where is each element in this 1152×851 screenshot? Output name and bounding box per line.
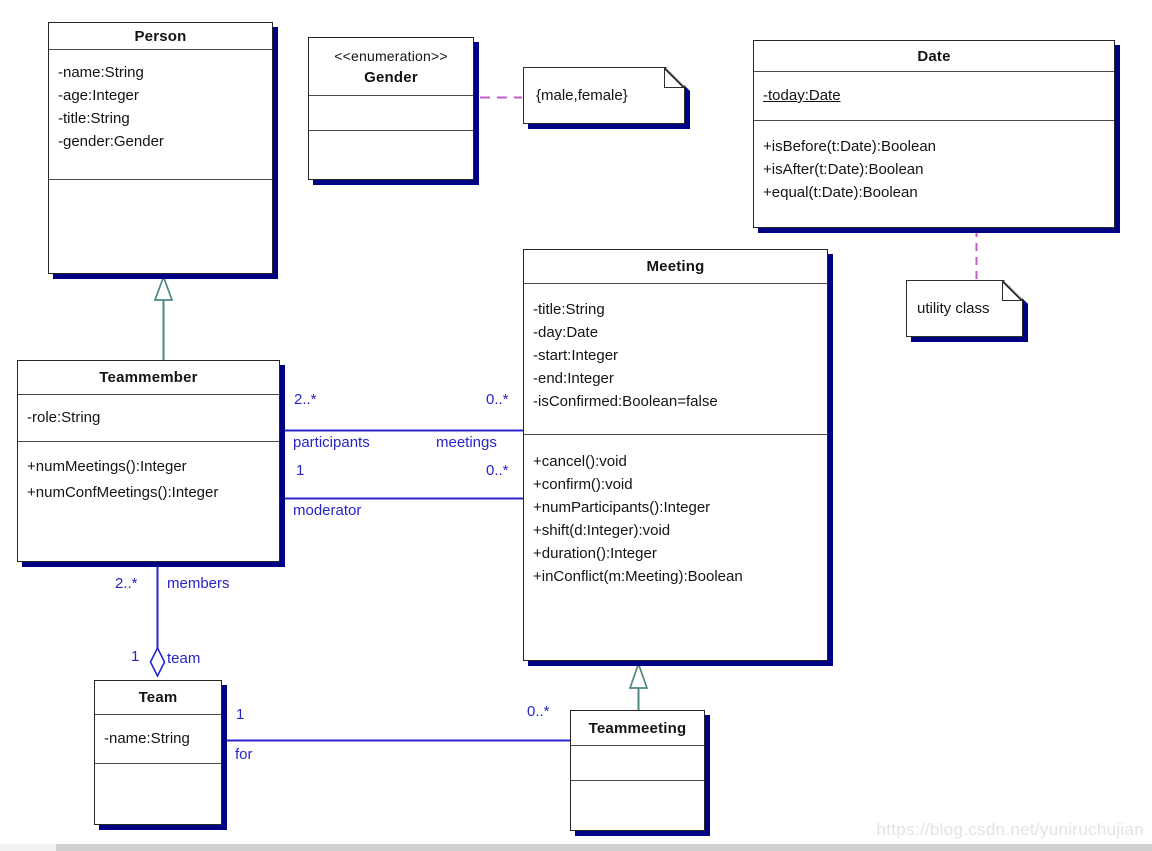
class-operation: +isAfter(t:Date):Boolean	[763, 161, 924, 178]
class-gender-name: Gender	[364, 68, 418, 86]
class-person: Person -name:String -age:Integer -title:…	[48, 22, 273, 274]
class-operation: +numParticipants():Integer	[533, 499, 711, 516]
class-team-attributes: -name:String	[95, 714, 221, 763]
note-text: {male,female}	[536, 87, 628, 104]
class-gender-operations	[309, 130, 473, 179]
class-attribute: -end:Integer	[533, 370, 614, 387]
multiplicity-label: 2..*	[294, 391, 317, 408]
class-attribute: -gender:Gender	[58, 133, 164, 150]
class-person-title: Person	[134, 27, 187, 45]
class-operation: +equal(t:Date):Boolean	[763, 184, 918, 201]
class-attribute: -age:Integer	[58, 87, 139, 104]
class-gender: <<enumeration>> Gender	[308, 37, 474, 180]
role-label: moderator	[293, 502, 362, 519]
note-gender-values: {male,female}	[523, 67, 685, 124]
class-attribute: -title:String	[58, 110, 130, 127]
class-attribute: -isConfirmed:Boolean=false	[533, 393, 718, 410]
class-person-attributes: -name:String -age:Integer -title:String …	[49, 49, 272, 179]
class-date-attributes: -today:Date	[754, 71, 1114, 120]
role-label: meetings	[436, 434, 497, 451]
multiplicity-label: 1	[296, 462, 305, 479]
class-teammeeting: Teammeeting	[570, 710, 705, 831]
role-label: participants	[293, 434, 370, 451]
class-operation: +cancel():void	[533, 453, 627, 470]
class-teammember-operations: +numMeetings():Integer +numConfMeetings(…	[18, 441, 279, 561]
class-operation: +inConflict(m:Meeting):Boolean	[533, 568, 743, 585]
class-date-operations: +isBefore(t:Date):Boolean +isAfter(t:Dat…	[754, 120, 1114, 227]
class-meeting-title: Meeting	[646, 258, 705, 275]
class-attribute: -title:String	[533, 301, 605, 318]
class-teammember-title: Teammember	[99, 369, 198, 386]
class-team-title: Team	[138, 689, 178, 706]
class-attribute: -name:String	[104, 730, 190, 747]
note-text: utility class	[917, 300, 990, 317]
multiplicity-label: 2..*	[115, 575, 138, 592]
class-teammeeting-attributes	[571, 745, 704, 780]
class-attribute: -start:Integer	[533, 347, 619, 364]
class-team-operations	[95, 763, 221, 824]
class-meeting-operations: +cancel():void +confirm():void +numParti…	[524, 434, 827, 660]
class-date-title: Date	[917, 47, 951, 65]
class-operation: +numMeetings():Integer	[27, 458, 187, 475]
class-attribute: -name:String	[58, 64, 144, 81]
multiplicity-label: 0..*	[486, 391, 509, 408]
stereotype-label: <<enumeration>>	[334, 47, 448, 64]
class-teammeeting-title: Teammeeting	[588, 719, 687, 737]
class-operation: +duration():Integer	[533, 545, 657, 562]
class-attribute: -day:Date	[533, 324, 599, 341]
class-teammember-attributes: -role:String	[18, 394, 279, 441]
role-label: for	[235, 746, 253, 763]
class-meeting-attributes: -title:String -day:Date -start:Integer -…	[524, 283, 827, 434]
multiplicity-label: 1	[236, 706, 245, 723]
note-date-utility: utility class	[906, 280, 1023, 337]
class-operation: +isBefore(t:Date):Boolean	[763, 138, 937, 155]
aggregation-diamond-team	[149, 646, 166, 678]
multiplicity-label: 1	[131, 648, 140, 665]
generalization-triangle-teammember-person	[153, 274, 174, 301]
class-date: Date -today:Date +isBefore(t:Date):Boole…	[753, 40, 1115, 228]
class-meeting: Meeting -title:String -day:Date -start:I…	[523, 249, 828, 661]
role-label: team	[167, 650, 201, 667]
note-date-utility-body: utility class	[906, 280, 1023, 337]
class-gender-attributes	[309, 95, 473, 130]
class-teammember: Teammember -role:String +numMeetings():I…	[17, 360, 280, 562]
class-person-operations	[49, 179, 272, 273]
class-attribute: -role:String	[27, 409, 101, 426]
class-operation: +shift(d:Integer):void	[533, 522, 671, 539]
watermark-text: https://blog.csdn.net/yuniruchujian	[876, 820, 1144, 839]
class-gender-title: <<enumeration>> Gender	[309, 38, 473, 95]
class-teammeeting-operations	[571, 780, 704, 830]
multiplicity-label: 0..*	[527, 703, 550, 720]
multiplicity-label: 0..*	[486, 462, 509, 479]
class-team: Team -name:String	[94, 680, 222, 825]
note-gender-values-body: {male,female}	[523, 67, 685, 124]
role-label: members	[167, 575, 230, 592]
horizontal-scrollbar-thumb[interactable]	[56, 844, 1152, 851]
class-static-attribute: -today:Date	[763, 87, 841, 104]
class-operation: +confirm():void	[533, 476, 633, 493]
class-operation: +numConfMeetings():Integer	[27, 484, 219, 501]
generalization-triangle-teammeeting-meeting	[628, 661, 649, 689]
